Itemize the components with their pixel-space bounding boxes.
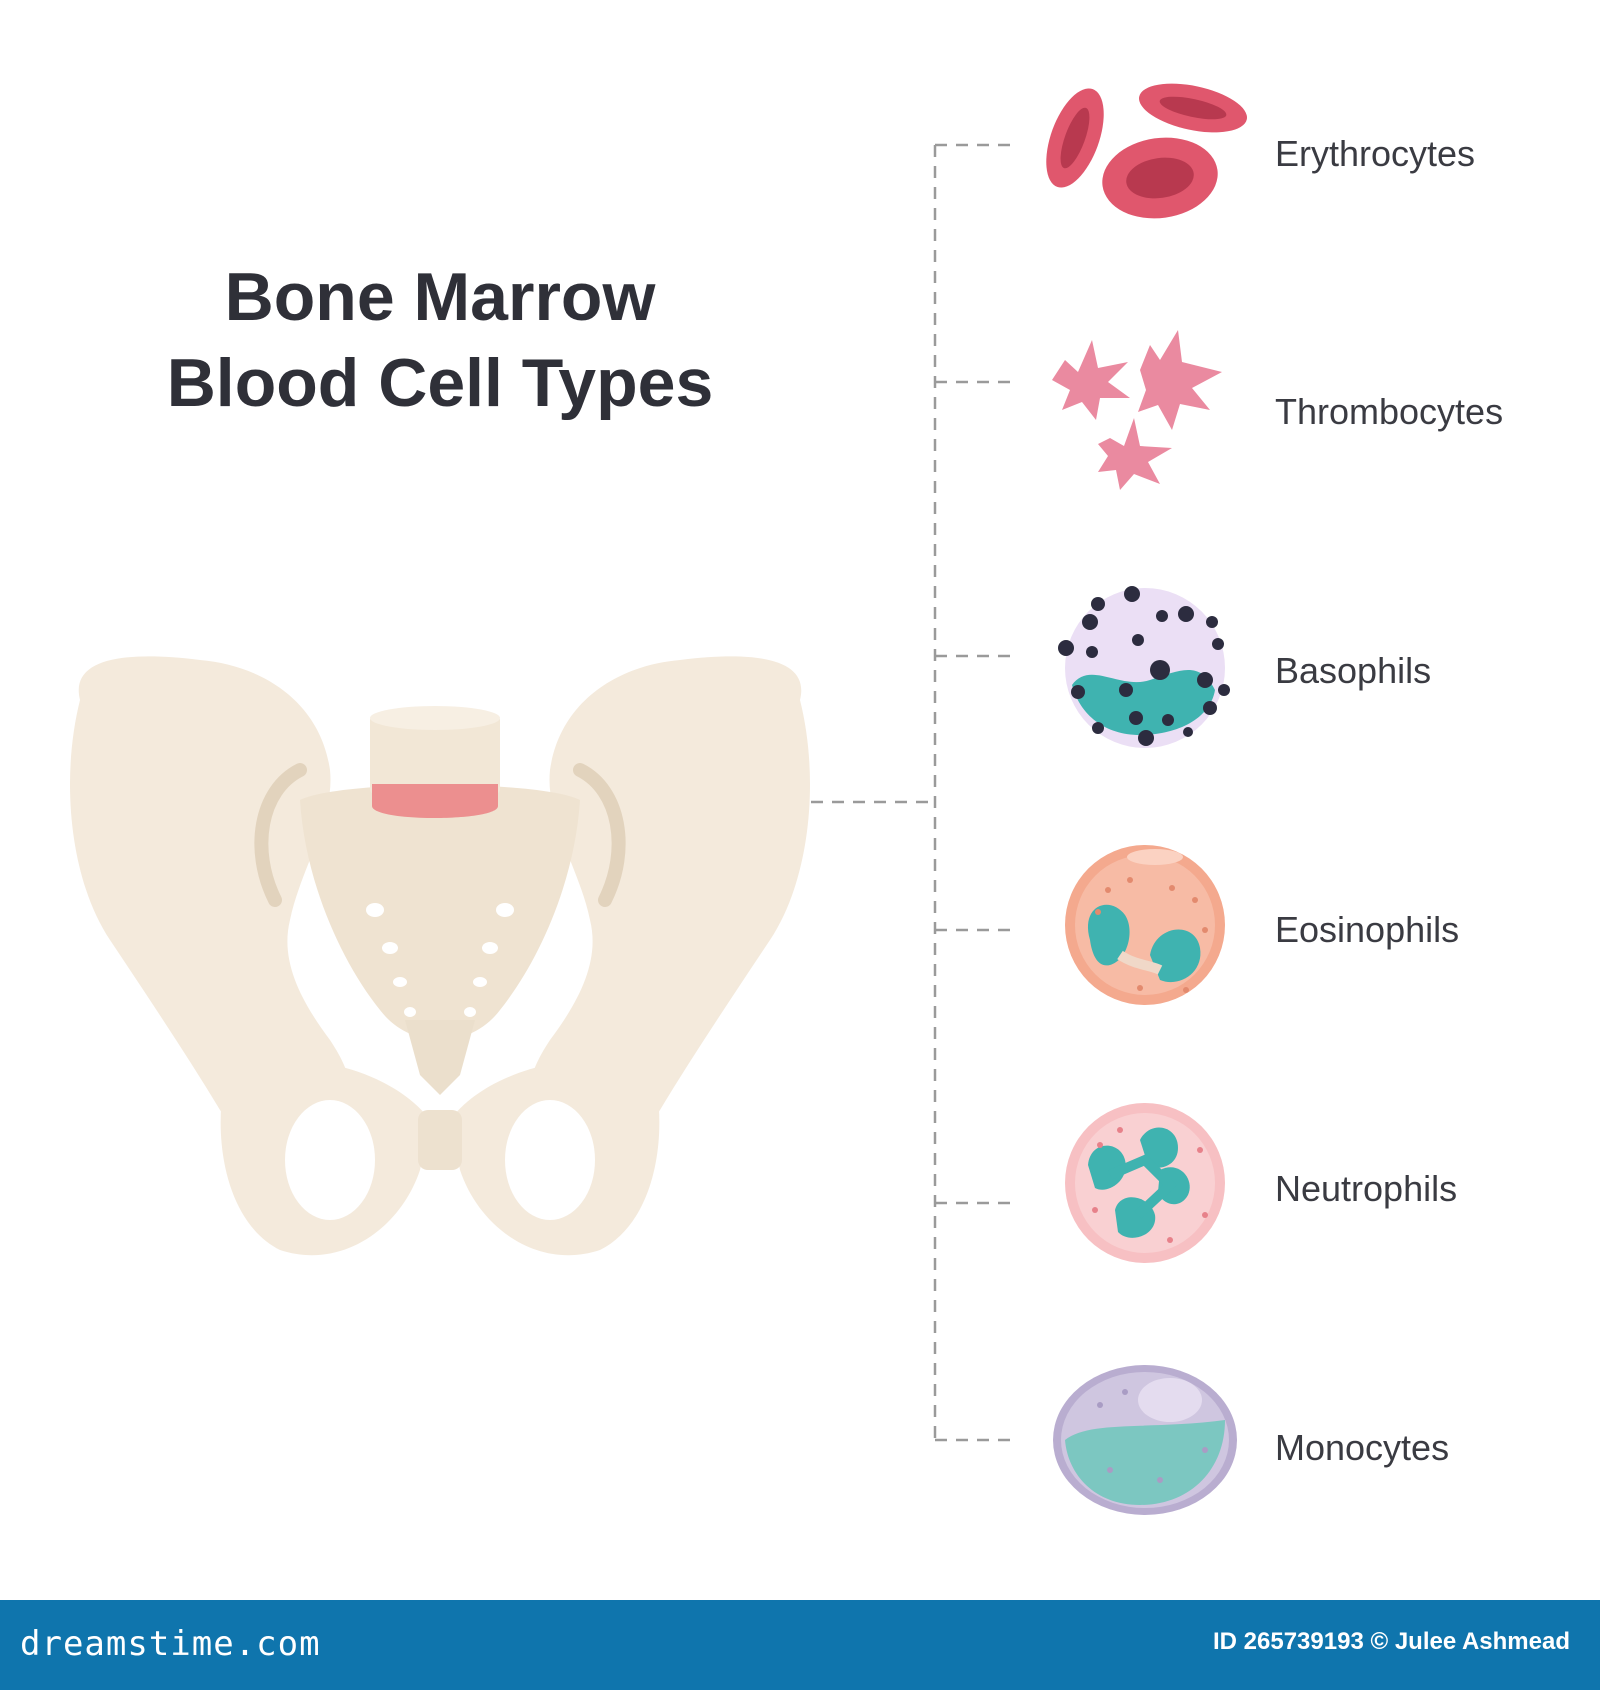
- footer-credit: ID 265739193 © Julee Ashmead: [1213, 1628, 1570, 1655]
- page-title-line-1: Bone Marrow: [224, 259, 656, 335]
- watermark-footer: dreamstime.com ID 265739193 © Julee Ashm…: [0, 1600, 1600, 1690]
- neutrophil-icon: [1065, 1103, 1225, 1263]
- diagram-artwork: [70, 83, 1247, 1515]
- label-monocytes: Monocytes: [1275, 1427, 1450, 1468]
- basophil-icon: [1058, 586, 1230, 748]
- erythrocytes-icon: [1046, 83, 1247, 219]
- label-neutrophils: Neutrophils: [1275, 1168, 1458, 1209]
- page-title-line-2: Blood Cell Types: [166, 345, 714, 421]
- footer-brand[interactable]: dreamstime.com: [20, 1624, 321, 1664]
- connector-lines: [685, 143, 1010, 1442]
- label-basophils: Basophils: [1275, 650, 1432, 691]
- eosinophil-icon: [1065, 845, 1225, 1005]
- label-eosinophils: Eosinophils: [1275, 909, 1460, 950]
- monocyte-icon: [1053, 1365, 1237, 1515]
- thrombocytes-icon: [1052, 330, 1222, 490]
- label-thrombocytes: Thrombocytes: [1275, 391, 1504, 432]
- label-erythrocytes: Erythrocytes: [1275, 133, 1476, 174]
- pelvis-illustration: [70, 656, 810, 1256]
